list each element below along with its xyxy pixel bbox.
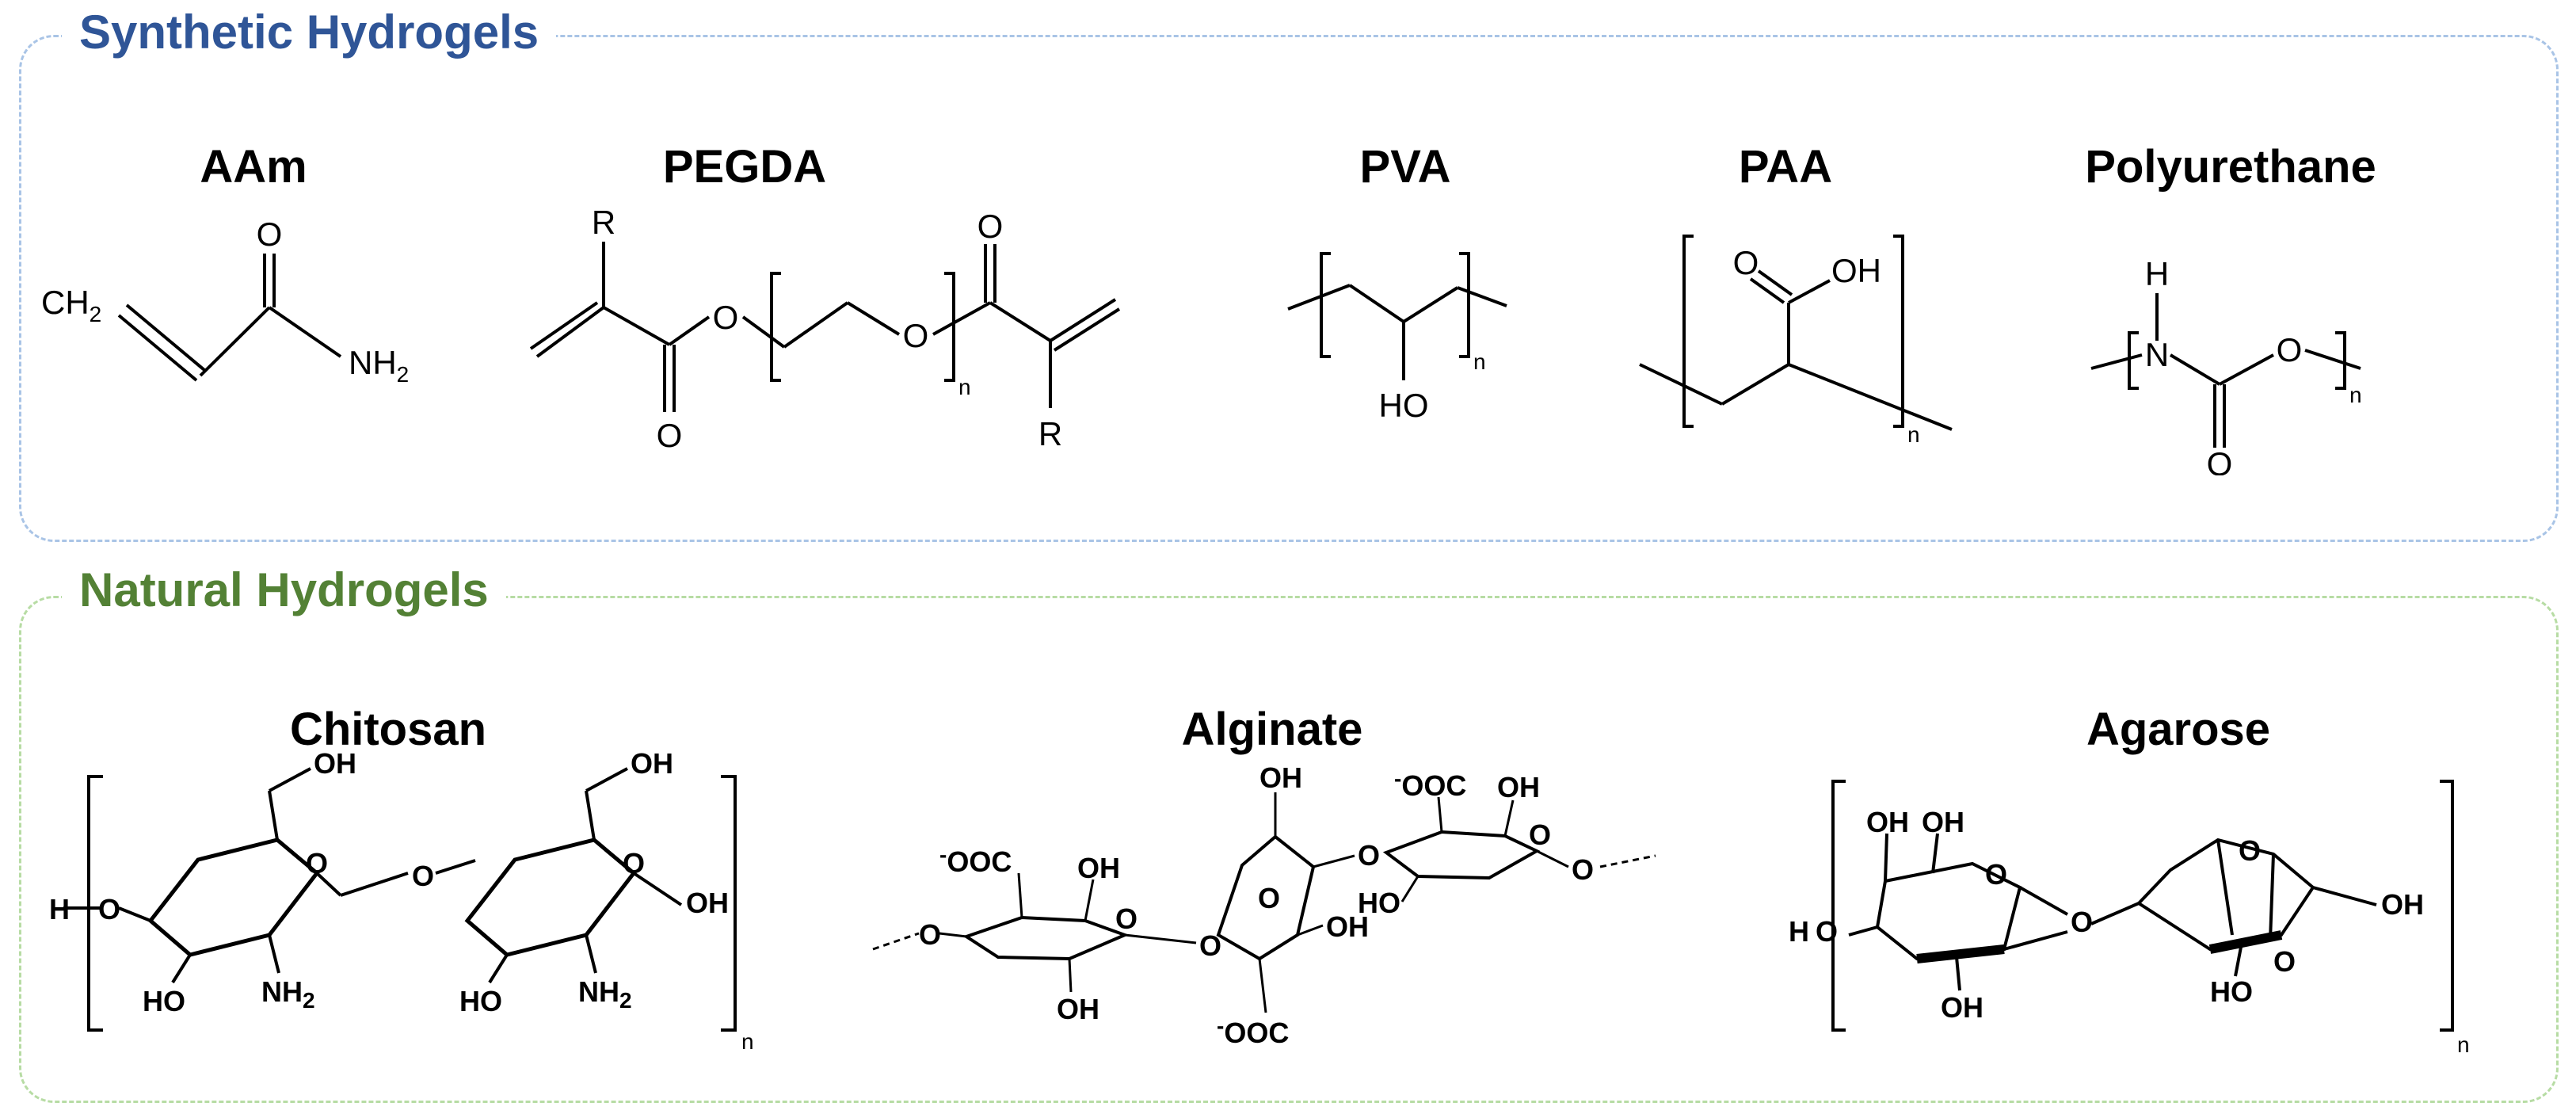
alginate-oh-1: OH [1077,852,1120,884]
pva-n: n [1473,349,1486,374]
synthetic-hydrogels-title: Synthetic Hydrogels [62,5,557,60]
paa-n: n [1907,422,1920,447]
agarose-oh-end: OH [2381,888,2424,921]
polyurethane-h: H [2145,255,2169,292]
aam-structure: AAm CH2 O NH2 [41,141,409,387]
pegda-o-carbonyl2: O [977,208,1004,245]
agarose-structure: Agarose OH OH O H O OH O O OH HO O n [1789,704,2470,1057]
polyurethane-o-carbonyl: O [2207,445,2233,475]
polyurethane-structure: Polyurethane H N O n O [2085,141,2376,475]
agarose-oh-2: OH [1922,806,1964,838]
pva-ho: HO [1379,387,1429,424]
aam-o: O [257,216,283,253]
agarose-anhydro-o: O [2239,834,2261,867]
alginate-oh-3: OH [1259,761,1302,794]
chitosan-nh2-2: NH2 [578,975,632,1013]
aam-label: AAm [200,141,307,193]
natural-hydrogels-panel [19,596,2559,1103]
alginate-ooc-3: -OOC [1394,766,1466,802]
chitosan-ring2-o: O [623,847,645,880]
natural-hydrogels-title: Natural Hydrogels [62,563,506,618]
chitosan-h: H [49,893,70,925]
paa-o: O [1733,244,1759,281]
agarose-o-left: O [1816,915,1838,948]
agarose-label: Agarose [2086,704,2270,755]
chitosan-structure: Chitosan H O OH O HO NH2 O OH O HO NH2 O… [49,704,754,1054]
chitosan-ho-1: HO [143,985,185,1017]
chitosan-n: n [741,1029,754,1054]
chitosan-o-left: O [98,893,120,925]
pegda-o-carbonyl: O [657,417,683,454]
chitosan-label: Chitosan [290,704,486,755]
agarose-ring2-o: O [2273,945,2296,978]
agarose-ho: HO [2210,975,2253,1008]
alginate-o-left: O [919,918,941,951]
alginate-label: Alginate [1182,704,1363,755]
polyurethane-n-atom: N [2145,336,2169,373]
agarose-n: n [2457,1032,2470,1057]
alginate-ring1-o: O [1115,902,1137,935]
alginate-bridge-o-2: O [1358,839,1380,872]
paa-structure: PAA O OH n [1639,141,1953,447]
chitosan-oh-2: OH [631,747,673,780]
agarose-ring1-o: O [1985,858,2007,891]
synthetic-hydrogels-panel [19,35,2559,542]
aam-nh2: NH2 [349,344,409,387]
pegda-r-bottom: R [1038,415,1062,452]
alginate-structure: Alginate O -OOC OH O OH O OH O OH -OOC O… [872,704,1656,1049]
chitosan-bridge-o: O [412,860,434,892]
chitosan-oh-end: OH [686,887,729,919]
agarose-bridge-o: O [2071,906,2093,938]
chitosan-ho-2: HO [459,985,502,1017]
agarose-h: H [1789,915,1809,948]
agarose-oh-1: OH [1866,806,1909,838]
polyurethane-n: n [2349,383,2362,407]
aam-ch2: CH2 [41,284,101,326]
alginate-ring3-o: O [1529,818,1551,851]
polyurethane-label: Polyurethane [2085,141,2376,193]
alginate-oh-2: OH [1057,993,1099,1025]
pegda-o-ester: O [713,299,739,336]
alginate-oh-4: OH [1326,910,1369,943]
alginate-oh-5: OH [1497,771,1540,803]
alginate-bridge-o-1: O [1199,929,1221,962]
alginate-ooc-2: -OOC [1217,1013,1289,1049]
alginate-o-right: O [1572,853,1594,886]
agarose-oh-3: OH [1941,991,1983,1024]
pegda-o-ether: O [903,317,929,354]
pegda-r-top: R [592,204,615,241]
pva-structure: PVA n HO [1287,141,1507,424]
alginate-ooc-1: -OOC [939,842,1012,878]
paa-label: PAA [1739,141,1832,193]
pva-label: PVA [1360,141,1451,193]
pegda-structure: PEGDA R O O O n O R [529,141,1121,454]
paa-oh: OH [1831,252,1881,289]
alginate-ho-6: HO [1358,887,1400,919]
pegda-n: n [958,375,971,399]
chitosan-ring1-o: O [306,847,328,880]
polyurethane-o-ester: O [2277,331,2303,368]
pegda-label: PEGDA [663,141,826,193]
chitosan-oh-1: OH [314,747,356,780]
alginate-ring2-o: O [1258,882,1280,914]
chitosan-nh2-1: NH2 [261,975,315,1013]
